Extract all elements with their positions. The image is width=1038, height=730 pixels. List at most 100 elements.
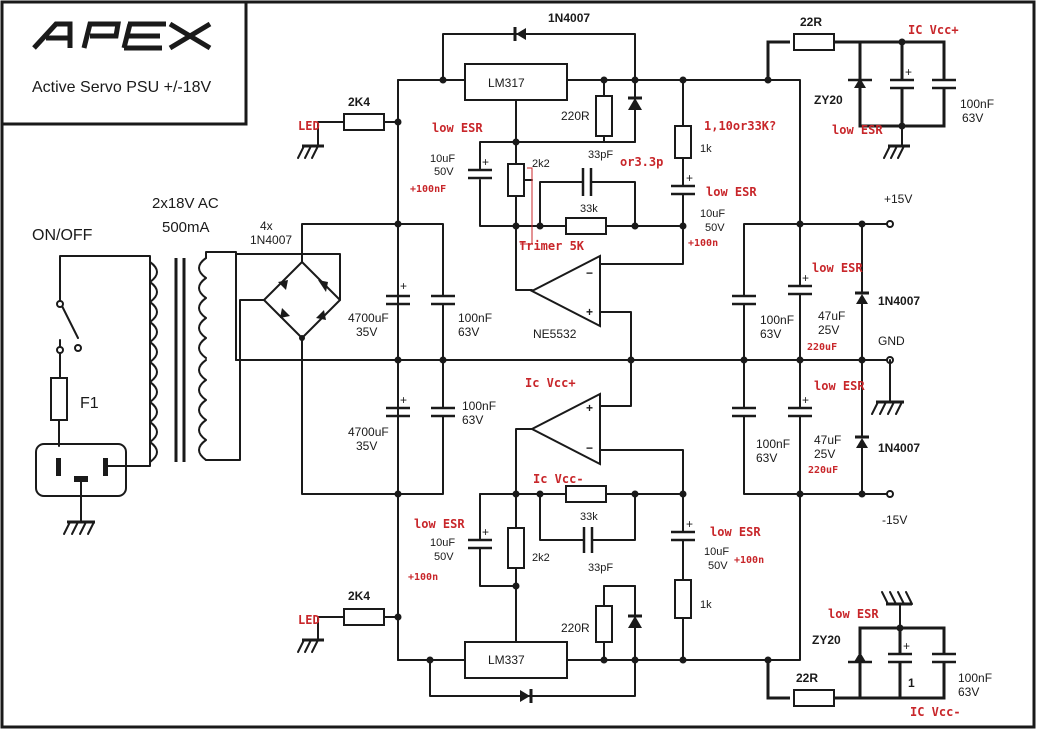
cap-10u-out-bot-value: 10uF xyxy=(704,546,729,558)
out-elec-bot-value: 47uF xyxy=(814,433,841,447)
res-220-top-label: 220R xyxy=(561,109,590,123)
led-branch-top xyxy=(297,113,402,159)
out-elec-top-voltage: 25V xyxy=(818,323,839,337)
annotation-low-esr-6: low ESR xyxy=(710,525,761,539)
diode-out-bot-label: 1N4007 xyxy=(878,441,920,455)
led-res-top-label: 2K4 xyxy=(348,95,370,109)
svg-text:+: + xyxy=(400,393,407,407)
cap-10u-out-top-value: 10uF xyxy=(700,208,725,220)
r1k-top-label: 1k xyxy=(700,143,712,155)
annotation-low-esr-1: low ESR xyxy=(432,121,483,135)
trimmer-marker xyxy=(520,167,533,245)
lm337-label: LM337 xyxy=(488,653,525,667)
bridge-diode-label: 1N4007 xyxy=(250,233,292,247)
r1k-bot-label: 1k xyxy=(700,599,712,611)
iec-socket xyxy=(35,379,151,523)
transformer xyxy=(149,251,265,463)
bridge-rectifier xyxy=(235,223,399,495)
res-220-bot-label: 220R xyxy=(561,621,590,635)
svg-text:+: + xyxy=(586,401,593,415)
led-res-bot-label: 2K4 xyxy=(348,589,370,603)
sub-cap-top-voltage: 63V xyxy=(962,111,983,125)
c33p-bot-label: 33pF xyxy=(588,562,613,574)
fuse-label: F1 xyxy=(80,395,99,412)
r22-bot-label: 22R xyxy=(796,671,818,685)
sub-cap-top-value: 100nF xyxy=(960,97,994,111)
rail-pos-label: +15V xyxy=(884,192,912,206)
sub-cap-bot-value: 100nF xyxy=(958,671,992,685)
sub-cap-bot-voltage: 63V xyxy=(958,685,979,699)
annotation-plus100n-c: +100n xyxy=(734,555,764,566)
annotation-low-esr-8: low ESR xyxy=(828,607,879,621)
cap-10u-top-value: 10uF xyxy=(430,153,455,165)
svg-text:+: + xyxy=(686,171,693,185)
out-cap-bot-value: 100nF xyxy=(756,437,790,451)
annotation-low-esr-5: low ESR xyxy=(414,517,465,531)
c33p-top-label: 33pF xyxy=(588,149,613,161)
fuse xyxy=(50,377,68,447)
svg-text:+: + xyxy=(903,639,910,653)
pot-bot-label: 2k2 xyxy=(532,552,550,564)
svg-text:+: + xyxy=(686,517,693,531)
film-cap-bot-value: 100nF xyxy=(462,399,496,413)
cap-10u-bot-value: 10uF xyxy=(430,537,455,549)
pin-one-label: 1 xyxy=(908,676,915,690)
out-cap-top-value: 100nF xyxy=(760,313,794,327)
svg-text:+: + xyxy=(905,65,912,79)
out-elec-top-value: 47uF xyxy=(818,309,845,323)
led-bot-label: LED xyxy=(298,613,320,627)
pot-top-label: 2k2 xyxy=(532,158,550,170)
cap-10u-bot-voltage: 50V xyxy=(434,551,454,563)
opamp-label: NE5532 xyxy=(533,327,577,341)
opamp-bottom: + − xyxy=(515,359,684,495)
annotation-220uF-a: 220uF xyxy=(807,342,837,353)
ic-supply-filter-top: + xyxy=(764,33,956,159)
annotation-ic-vcc-minus-bot: IC Vcc- xyxy=(910,705,961,719)
annotation-ic-vcc-minus-mid: Ic Vcc- xyxy=(533,472,584,486)
svg-text:+: + xyxy=(586,305,593,319)
annotation-plus100n-b: +100n xyxy=(408,572,438,583)
adjust-network-bottom: + + xyxy=(468,485,695,661)
apex-logo xyxy=(32,21,212,51)
annotation-low-esr-7: low ESR xyxy=(832,123,883,137)
bulk-cap-top-value: 4700uF xyxy=(348,311,389,325)
bulk-cap-bot-voltage: 35V xyxy=(356,439,377,453)
annotation-low-esr-3: low ESR xyxy=(812,261,863,275)
annotation-trimmer: Trimer 5K xyxy=(519,239,585,253)
svg-text:+: + xyxy=(802,393,809,407)
lm317-regulator xyxy=(397,27,801,225)
transformer-label-1: 2x18V AC xyxy=(152,195,219,212)
out-elec-bot-voltage: 25V xyxy=(814,447,835,461)
annotation-ic-vcc-plus-mid: Ic Vcc+ xyxy=(525,376,576,390)
svg-text:−: − xyxy=(586,266,593,280)
svg-text:+: + xyxy=(482,525,489,539)
title-text: Active Servo PSU +/-18V xyxy=(32,79,212,96)
out-cap-top-voltage: 63V xyxy=(760,327,781,341)
annotation-cap-option: or3.3p xyxy=(620,155,663,169)
svg-text:−: − xyxy=(586,441,593,455)
transformer-label-2: 500mA xyxy=(162,219,210,236)
cap-10u-out-top-voltage: 50V xyxy=(705,222,725,234)
title-block xyxy=(0,0,248,126)
r33k-bot-label: 33k xyxy=(580,511,598,523)
bulk-cap-bot-value: 4700uF xyxy=(348,425,389,439)
r22-top-label: 22R xyxy=(800,15,822,29)
annotation-low-esr-2: low ESR xyxy=(706,185,757,199)
cap-10u-top-voltage: 50V xyxy=(434,166,454,178)
ground-symbol-mains xyxy=(63,520,95,535)
ic-supply-filter-bottom: + xyxy=(764,591,956,707)
cap-10u-out-bot-voltage: 50V xyxy=(708,560,728,572)
bridge-count-label: 4x xyxy=(260,219,273,233)
diode-out-top-label: 1N4007 xyxy=(878,294,920,308)
film-cap-top-value: 100nF xyxy=(458,311,492,325)
out-cap-bot-voltage: 63V xyxy=(756,451,777,465)
bulk-capacitors: + + xyxy=(386,79,455,661)
film-cap-bot-voltage: 63V xyxy=(462,413,483,427)
annotation-low-esr-4: low ESR xyxy=(814,379,865,393)
on-off-label: ON/OFF xyxy=(32,227,93,244)
rail-gnd-label: GND xyxy=(878,334,905,348)
rail-neg-label: -15V xyxy=(882,513,907,527)
